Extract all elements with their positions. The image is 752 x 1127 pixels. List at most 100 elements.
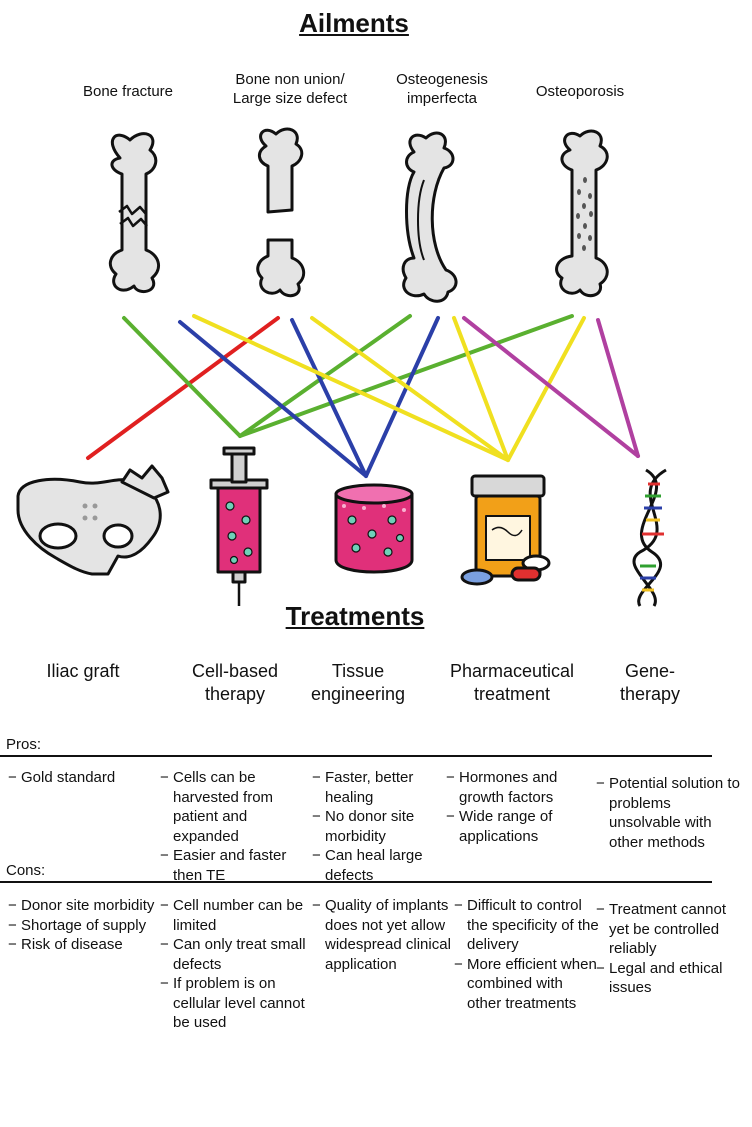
- connection-line: [310, 316, 510, 462]
- treatment-label-tissue-engineering: Tissue engineering: [310, 661, 406, 704]
- bullet-dash: −: [312, 847, 321, 864]
- bullet-dash: −: [454, 897, 463, 914]
- bullet-dash: −: [446, 808, 455, 825]
- pros-item: −Easier and faster then TE: [160, 846, 316, 885]
- pros-divider: [0, 755, 712, 757]
- cons-item-text: More efficient when combined with other …: [467, 955, 597, 1012]
- cons-item: −Can only treat small defects: [160, 935, 318, 974]
- dna-helix-icon: [632, 468, 667, 607]
- pros-item: −Wide range of applications: [446, 807, 588, 846]
- cons-item-text: Can only treat small defects: [173, 936, 306, 973]
- pros-column-gene: −Potential solution to problems unsolvab…: [596, 774, 746, 852]
- cons-item-text: Treatment cannot yet be controlled relia…: [609, 901, 727, 957]
- ailment-label-osteoporosis: Osteoporosis: [535, 83, 625, 100]
- connection-line: [178, 320, 368, 478]
- cons-item-text: Quality of implants does not yet allow w…: [325, 897, 451, 973]
- fractured-bone-icon: [108, 132, 161, 294]
- pros-item-text: Potential solution to problems unsolvabl…: [609, 775, 740, 851]
- cons-item-text: Cell number can be limited: [173, 897, 304, 934]
- pros-item: −Can heal large defects: [312, 846, 444, 885]
- connection-line: [462, 316, 640, 458]
- cons-item-text: Shortage of supply: [21, 916, 147, 934]
- cons-column-tissue: −Quality of implants does not yet allow …: [312, 896, 460, 974]
- cons-column-gene: −Treatment cannot yet be controlled reli…: [596, 900, 746, 998]
- ailment-label-bone-fracture: Bone fracture: [82, 83, 174, 100]
- pros-item-text: No donor site morbidity: [325, 808, 415, 845]
- pros-item: −Gold standard: [8, 768, 152, 788]
- bullet-dash: −: [596, 775, 605, 792]
- pros-item-text: Can heal large defects: [325, 847, 423, 884]
- cons-item-text: Legal and ethical issues: [609, 959, 723, 997]
- pros-column-iliac: −Gold standard: [8, 768, 152, 788]
- cons-title: Cons:: [6, 862, 46, 879]
- pros-item: −Potential solution to problems unsolvab…: [596, 774, 746, 852]
- connection-line: [452, 316, 510, 462]
- ailment-treatment-diagram: [16, 127, 667, 607]
- connection-line: [192, 314, 510, 462]
- treatment-label-iliac-graft: Iliac graft: [46, 661, 120, 681]
- cons-item: −Risk of disease: [8, 935, 164, 955]
- bullet-dash: −: [160, 936, 169, 953]
- cons-divider: [0, 881, 712, 883]
- pros-item-text: Easier and faster then TE: [173, 847, 287, 884]
- curved-bone-icon: [401, 131, 458, 303]
- broken-gap-bone-icon: [256, 127, 306, 298]
- pros-item-text: Cells can be harvested from patient and …: [173, 769, 274, 845]
- bullet-dash: −: [8, 769, 17, 786]
- cons-item: −Cell number can be limited: [160, 896, 318, 935]
- pros-column-pharma: −Hormones and growth factors−Wide range …: [446, 768, 588, 846]
- bullet-dash: −: [312, 808, 321, 825]
- treatments-title: Treatments: [285, 601, 425, 631]
- cons-item: −Legal and ethical issues: [596, 959, 746, 998]
- cons-item-text: Risk of disease: [21, 936, 123, 953]
- cons-item: −If problem is on cellular level cannot …: [160, 974, 318, 1033]
- treatment-label-cell-therapy: Cell-based therapy: [191, 661, 279, 704]
- cons-column-pharma: −Difficult to control the specificity of…: [454, 896, 600, 1013]
- bullet-dash: −: [596, 901, 605, 918]
- pros-item-text: Hormones and growth factors: [459, 769, 558, 806]
- connection-lines: [86, 314, 640, 478]
- ailments-title: Ailments: [299, 8, 409, 38]
- treatment-label-pharmaceutical: Pharmaceutical treatment: [449, 661, 575, 704]
- cons-item-text: Difficult to control the specificity of …: [467, 897, 599, 953]
- bullet-dash: −: [160, 847, 169, 864]
- ailment-label-non-union: Bone non union/ Large size defect: [232, 71, 348, 107]
- connection-line: [364, 316, 440, 478]
- bullet-dash: −: [454, 955, 463, 973]
- bullet-dash: −: [160, 769, 169, 786]
- bullet-dash: −: [160, 975, 169, 992]
- connection-line: [596, 318, 640, 458]
- connection-line: [86, 316, 280, 460]
- pros-item: −Faster, better healing: [312, 768, 444, 807]
- connection-line: [238, 314, 574, 438]
- cons-item: −Donor site morbidity: [8, 896, 164, 916]
- pros-column-tissue: −Faster, better healing−No donor site mo…: [312, 768, 444, 885]
- pros-item: −No donor site morbidity: [312, 807, 444, 846]
- bullet-dash: −: [312, 769, 321, 786]
- cons-item: −Difficult to control the specificity of…: [454, 896, 600, 955]
- porous-bone-icon: [555, 129, 609, 298]
- connection-line: [290, 318, 368, 478]
- ailment-label-osteogenesis: Osteogenesis imperfecta: [396, 71, 488, 107]
- cons-item-text: Donor site morbidity: [21, 897, 155, 914]
- pros-item: −Cells can be harvested from patient and…: [160, 768, 316, 846]
- tissue-scaffold-icon: [334, 483, 414, 574]
- pros-item-text: Faster, better healing: [325, 769, 414, 806]
- pelvis-icon: [16, 464, 170, 576]
- bullet-dash: −: [8, 897, 17, 914]
- cons-item-text: If problem is on cellular level cannot b…: [173, 975, 305, 1031]
- bullet-dash: −: [312, 897, 321, 914]
- pros-title: Pros:: [6, 736, 42, 753]
- bullet-dash: −: [446, 769, 455, 786]
- connection-line: [506, 316, 586, 462]
- cons-item: −Treatment cannot yet be controlled reli…: [596, 900, 746, 959]
- bullet-dash: −: [8, 916, 17, 934]
- cons-column-iliac: −Donor site morbidity−Shortage of supply…: [8, 896, 164, 955]
- syringe-icon: [209, 446, 269, 606]
- pros-column-cell: −Cells can be harvested from patient and…: [160, 768, 316, 885]
- cons-item: −More efficient when combined with other…: [454, 955, 600, 1014]
- pros-item-text: Wide range of applications: [459, 808, 553, 845]
- treatment-label-gene-therapy: Gene- therapy: [619, 661, 681, 704]
- pros-item-text: Gold standard: [21, 769, 116, 786]
- cons-item: −Shortage of supply: [8, 916, 164, 936]
